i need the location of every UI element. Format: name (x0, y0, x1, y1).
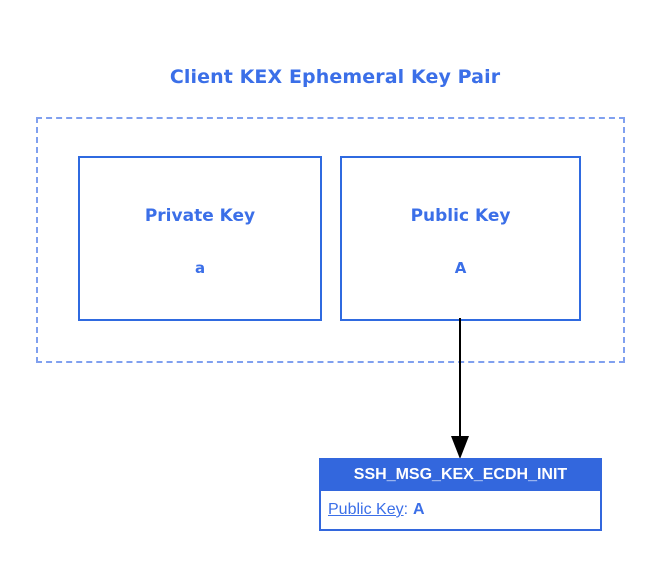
message-field-separator: : (403, 501, 409, 518)
arrow-head-icon (451, 436, 469, 459)
private-key-value: a (194, 259, 206, 277)
public-key-title: Public Key (410, 206, 511, 226)
ssh-msg-kex-ecdh-init-packet[interactable]: SSH_MSG_KEX_ECDH_INIT Public Key:A (319, 458, 602, 531)
message-header-title: SSH_MSG_KEX_ECDH_INIT (319, 458, 602, 491)
ephemeral-key-pair-group-container (36, 117, 625, 363)
public-key-value: A (454, 259, 467, 277)
private-key-box[interactable]: Private Key a (78, 156, 322, 321)
public-key-box[interactable]: Public Key A (340, 156, 581, 321)
private-key-title: Private Key (144, 206, 256, 226)
message-field-row: Public Key:A (319, 491, 602, 531)
message-field-value: A (413, 501, 425, 518)
message-field-label: Public Key (328, 501, 404, 518)
public-key-to-message-arrow (451, 318, 469, 459)
diagram-title: Client KEX Ephemeral Key Pair (169, 66, 501, 88)
